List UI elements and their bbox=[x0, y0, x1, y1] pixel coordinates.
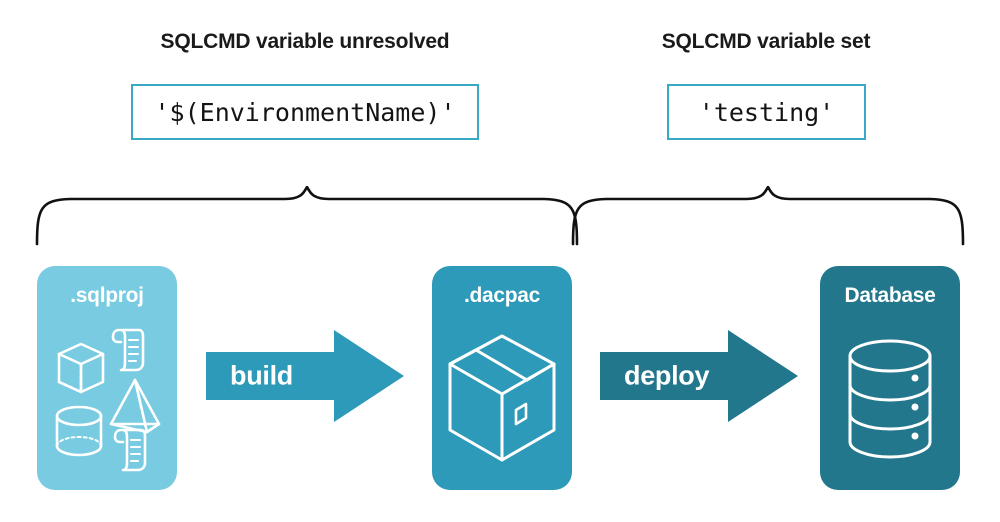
deploy-arrow-shape bbox=[600, 330, 798, 422]
stage-box-sqlproj: .sqlproj bbox=[37, 266, 177, 490]
database-cylinder-icon bbox=[848, 339, 932, 459]
stage-box-dacpac: .dacpac bbox=[432, 266, 572, 490]
deploy-arrow-label: deploy bbox=[624, 360, 710, 391]
stage-label-database: Database bbox=[844, 284, 936, 307]
stage-box-database: Database bbox=[820, 266, 960, 490]
scroll-script-icon bbox=[113, 428, 147, 472]
brace-right-set bbox=[571, 186, 965, 246]
cylinder-wireframe-icon bbox=[55, 405, 103, 457]
package-box-icon bbox=[448, 334, 556, 462]
build-arrow-shape bbox=[206, 330, 404, 422]
sqlproj-artwork-group bbox=[55, 328, 161, 472]
pyramid-wireframe-icon bbox=[109, 378, 161, 434]
stage-label-sqlproj: .sqlproj bbox=[70, 284, 144, 307]
database-artwork-group bbox=[848, 339, 932, 459]
build-arrow-label: build bbox=[230, 360, 293, 391]
brace-left-unresolved bbox=[35, 186, 579, 246]
cube-wireframe-icon bbox=[57, 342, 105, 394]
dacpac-artwork-group bbox=[448, 334, 556, 462]
heading-sqlcmd-variable-set: SQLCMD variable set bbox=[661, 30, 871, 53]
code-box-environment-name: '$(EnvironmentName)' bbox=[131, 84, 479, 140]
code-box-testing: 'testing' bbox=[667, 84, 866, 140]
build-arrow: build bbox=[206, 330, 404, 422]
heading-sqlcmd-variable-unresolved: SQLCMD variable unresolved bbox=[160, 30, 450, 53]
scroll-script-icon bbox=[111, 328, 145, 372]
code-value-environment-name: '$(EnvironmentName)' bbox=[154, 97, 456, 127]
code-value-testing: 'testing' bbox=[698, 97, 835, 127]
deploy-arrow: deploy bbox=[600, 330, 798, 422]
stage-label-dacpac: .dacpac bbox=[463, 284, 541, 307]
